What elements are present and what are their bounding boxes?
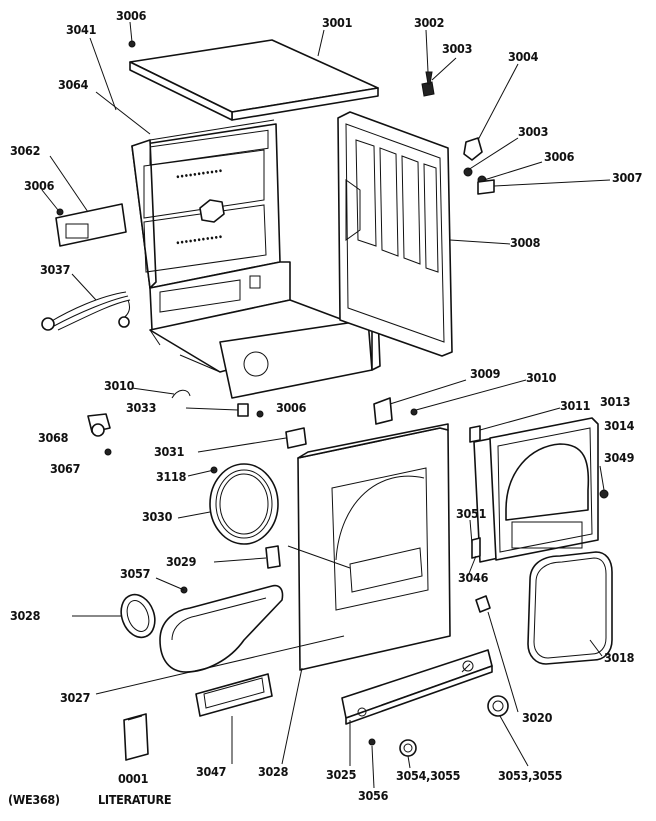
label-3003: 3003 <box>518 124 548 139</box>
label-3031: 3031 <box>154 444 185 459</box>
label-3025: 3025 <box>326 767 357 782</box>
label-3007: 3007 <box>612 170 642 185</box>
label-3014: 3014 <box>604 418 635 433</box>
door-gasket-3018 <box>527 551 613 665</box>
door-switch-3029 <box>265 545 281 569</box>
label-3062: 3062 <box>10 143 40 158</box>
lint-filter-3047 <box>195 673 273 717</box>
label-3009: 3009 <box>470 366 501 381</box>
label-3006: 3006 <box>24 178 55 193</box>
label-3018: 3018 <box>604 650 635 665</box>
label-3029: 3029 <box>166 554 197 569</box>
label-3027: 3027 <box>60 690 90 705</box>
toe-panel <box>341 649 493 725</box>
label-3037: 3037 <box>40 262 70 277</box>
label-3003: 3003 <box>442 41 472 56</box>
control-panel-bracket <box>55 203 127 247</box>
label-3006: 3006 <box>544 149 575 164</box>
part-labels: 3006 3001 3002 3041 3003 3004 3064 3003 … <box>8 8 642 807</box>
label-3008: 3008 <box>510 235 541 250</box>
door-assembly <box>471 417 609 563</box>
label-3033: 3033 <box>126 400 156 415</box>
label-3047: 3047 <box>196 764 226 779</box>
label-3064: 3064 <box>58 77 89 92</box>
literature-booklet <box>123 713 149 761</box>
label-3028: 3028 <box>258 764 289 779</box>
label-3006: 3006 <box>116 8 147 23</box>
model-number: (WE368) <box>8 792 60 807</box>
label-3020: 3020 <box>522 710 553 725</box>
label-3049: 3049 <box>604 450 635 465</box>
front-panel <box>287 423 451 671</box>
label-3054-3055: 3054,3055 <box>396 768 461 783</box>
label-3011: 3011 <box>560 398 591 413</box>
leader-lines <box>41 21 611 789</box>
label-3046: 3046 <box>458 570 489 585</box>
hardware-top <box>128 40 495 195</box>
top-panel <box>129 39 379 121</box>
drum-seal <box>209 463 279 545</box>
label-3010: 3010 <box>526 370 557 385</box>
label-3002: 3002 <box>414 15 444 30</box>
lint-duct <box>120 584 284 673</box>
label-3053-3055: 3053,3055 <box>498 768 563 783</box>
label-0001: 0001 <box>118 771 149 786</box>
hinge-3046 <box>475 595 491 613</box>
label-3051: 3051 <box>456 506 487 521</box>
label-3004: 3004 <box>508 49 539 64</box>
label-3056: 3056 <box>358 788 389 803</box>
label-3057: 3057 <box>120 566 150 581</box>
knobs <box>368 695 509 757</box>
label-3067: 3067 <box>50 461 80 476</box>
label-3028: 3028 <box>10 608 41 623</box>
cabinet: ••••••••••• ••••••••••• <box>131 119 381 399</box>
power-cord <box>41 291 131 331</box>
label-3010: 3010 <box>104 378 135 393</box>
side-panel <box>337 111 453 357</box>
label-3006: 3006 <box>276 400 307 415</box>
label-3001: 3001 <box>322 15 353 30</box>
roller-3068 <box>87 413 112 456</box>
label-3068: 3068 <box>38 430 69 445</box>
label-3013: 3013 <box>600 394 630 409</box>
label-3041: 3041 <box>66 22 97 37</box>
label-3118: 3118 <box>156 469 187 484</box>
label-3030: 3030 <box>142 509 173 524</box>
label-literature: LITERATURE <box>98 792 171 807</box>
